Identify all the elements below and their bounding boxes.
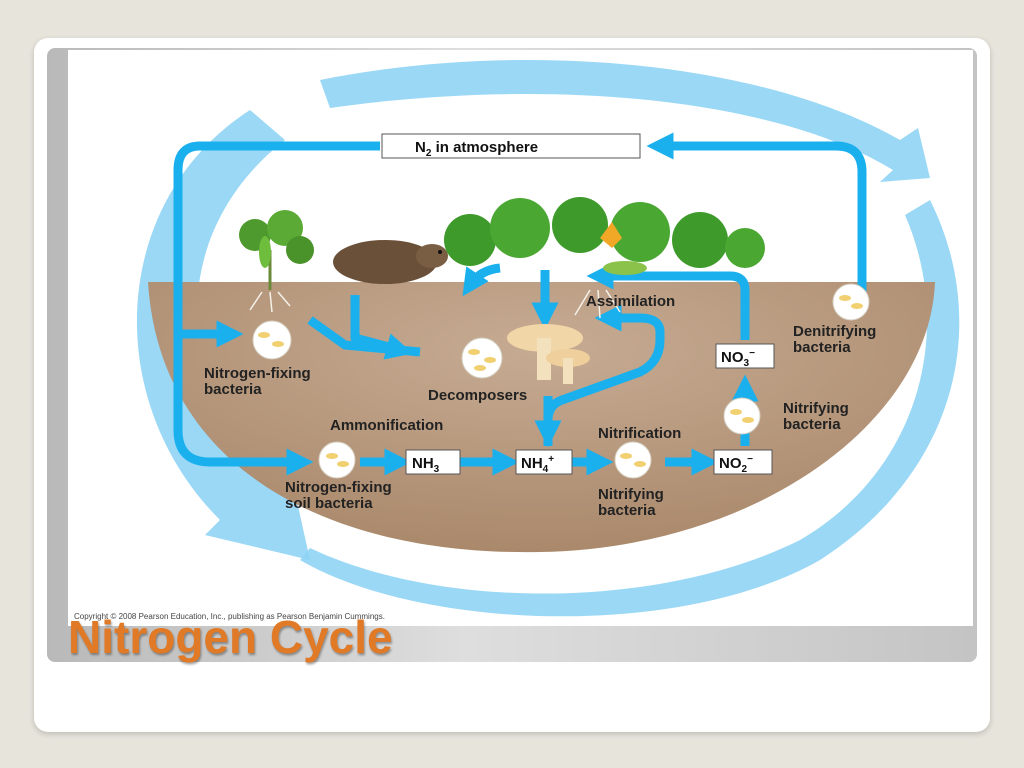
nitrogen-cycle-diagram: N2 in atmosphere Assimilation Denitrifyi… — [136, 60, 960, 617]
nitrogen-fixing-label: Nitrogen-fixing bacteria — [204, 365, 315, 398]
bacteria-icon — [723, 397, 761, 435]
atmosphere-label: N2 in atmosphere — [415, 139, 538, 159]
no3-label: NO3− — [721, 348, 755, 369]
nh4-label: NH4+ — [521, 454, 554, 475]
plant-left — [239, 210, 314, 313]
copyright-text: Copyright © 2008 Pearson Education, Inc.… — [74, 612, 385, 621]
nh3-box — [405, 449, 461, 475]
denitrifying-label: Denitrifying bacteria — [793, 323, 881, 356]
soil-bacteria-label: Nitrogen-fixing soil bacteria — [285, 479, 396, 512]
no3-box — [715, 343, 775, 369]
bacteria-icons — [252, 283, 870, 479]
no2-label: NO2− — [719, 454, 753, 475]
ammonification-label: Ammonification — [330, 417, 443, 434]
nh4-box — [515, 449, 573, 475]
atmosphere-box — [381, 133, 641, 159]
assimilation-label: Assimilation — [586, 293, 675, 310]
decomposers-label: Decomposers — [428, 387, 527, 404]
bacteria-icon — [614, 441, 652, 479]
nitrifying-upper-label: Nitrifying bacteria — [783, 400, 853, 433]
plant-right — [444, 197, 765, 319]
no2-box — [713, 449, 773, 475]
bacteria-icon — [318, 441, 356, 479]
label-boxes — [381, 133, 775, 475]
slide-title: Nitrogen Cycle — [68, 611, 393, 663]
bacteria-icon — [832, 283, 870, 321]
bacteria-icon — [252, 320, 292, 360]
nitrogen-cycle-figure: N2 in atmosphere Assimilation Denitrifyi… — [68, 50, 973, 626]
rodent — [333, 240, 448, 284]
nitrification-label: Nitrification — [598, 425, 681, 442]
bacteria-icon — [461, 337, 503, 379]
nitrifying-lower-label: Nitrifying bacteria — [598, 486, 668, 519]
bacteria-cells — [258, 295, 863, 467]
mushrooms — [507, 324, 590, 384]
nh3-label: NH3 — [412, 455, 440, 475]
